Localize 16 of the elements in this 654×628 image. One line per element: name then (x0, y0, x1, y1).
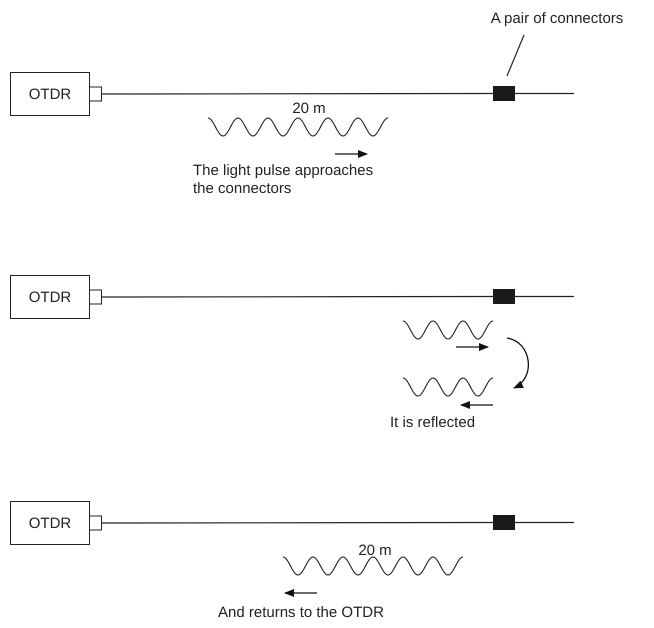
caption-text: And returns to the OTDR (218, 604, 385, 622)
fiber-line (102, 522, 493, 524)
fiber-line (515, 296, 574, 298)
caption-text: The light pulse approaches the connectors (193, 162, 374, 198)
caption-text: It is reflected (390, 414, 476, 432)
fiber-line (102, 296, 493, 298)
length-label: 20 m (291, 100, 327, 118)
callout-label: A pair of connectors (462, 8, 652, 28)
fiber-line (102, 92, 493, 95)
fiber-line (515, 522, 574, 524)
fiber-line (515, 92, 574, 94)
connector-block (493, 86, 515, 101)
length-label: 20 m (357, 542, 393, 560)
connector-block (493, 515, 515, 530)
connector-block (493, 289, 515, 304)
leader-line (506, 34, 525, 76)
